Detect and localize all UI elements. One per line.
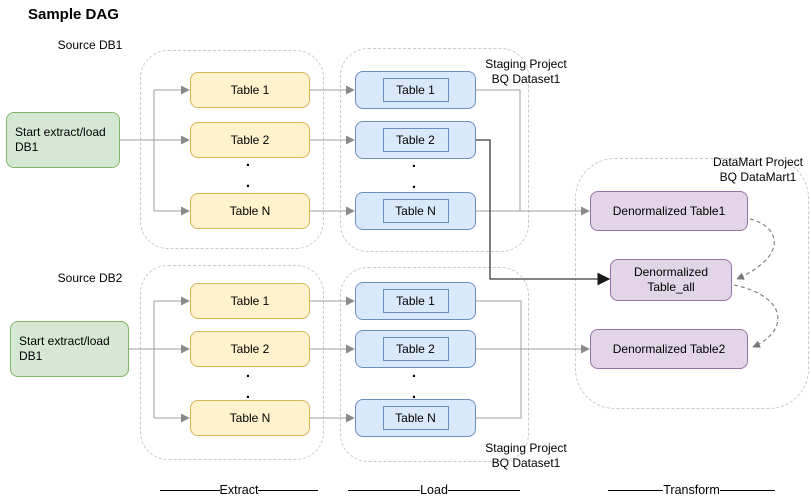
load-table-node: Table N: [355, 399, 476, 437]
extract-table-node: Table 2: [190, 331, 310, 367]
staging-label-db1: Staging Project BQ Dataset1: [485, 57, 567, 86]
denormalized-table1-node: Denormalized Table1: [590, 191, 748, 231]
staging-container-db1: [340, 48, 529, 252]
legend-line: [160, 489, 220, 491]
datamart-label: DataMart Project BQ DataMart1: [712, 155, 804, 184]
ellipsis-dot: .: [411, 154, 417, 171]
legend-line: [258, 489, 318, 491]
load-table-node: Table 2: [355, 121, 476, 159]
legend-load: Load: [348, 483, 520, 497]
load-table-node: Table 2: [355, 330, 476, 368]
extract-table-node: Table 1: [190, 283, 310, 319]
source-db2-label: Source DB2: [57, 271, 123, 285]
source-db1-label: Source DB1: [57, 38, 123, 52]
ellipsis-dot: .: [411, 385, 417, 402]
legend-extract: Extract: [160, 483, 318, 497]
load-table-node: Table N: [355, 192, 476, 230]
start-node-db1: Start extract/load DB1: [6, 112, 120, 168]
datamart-container: [575, 158, 809, 409]
ellipsis-dot: .: [245, 364, 251, 381]
load-table-node: Table 1: [355, 282, 476, 320]
ellipsis-dot: .: [245, 153, 251, 170]
extract-container-db2: [140, 265, 324, 460]
legend-line: [447, 489, 520, 491]
legend-transform: Transform: [608, 483, 775, 497]
ellipsis-dot: .: [411, 364, 417, 381]
legend-line: [348, 489, 421, 491]
load-table-node: Table 1: [355, 71, 476, 109]
staging-label-db2: Staging Project BQ Dataset1: [485, 441, 567, 470]
ellipsis-dot: .: [245, 385, 251, 402]
extract-container-db1: [140, 50, 324, 249]
start-node-db2: Start extract/load DB1: [10, 321, 129, 377]
extract-table-node: Table 2: [190, 122, 310, 158]
ellipsis-dot: .: [411, 175, 417, 192]
legend-line: [608, 489, 664, 491]
diagram-title: Sample DAG: [28, 6, 119, 23]
legend-line: [719, 489, 775, 491]
denormalized-table-all-node: Denormalized Table_all: [610, 259, 732, 301]
staging-container-db2: [340, 267, 529, 462]
extract-table-node: Table N: [190, 193, 310, 229]
denormalized-table2-node: Denormalized Table2: [590, 329, 748, 369]
ellipsis-dot: .: [245, 174, 251, 191]
extract-table-node: Table N: [190, 400, 310, 436]
extract-table-node: Table 1: [190, 72, 310, 108]
